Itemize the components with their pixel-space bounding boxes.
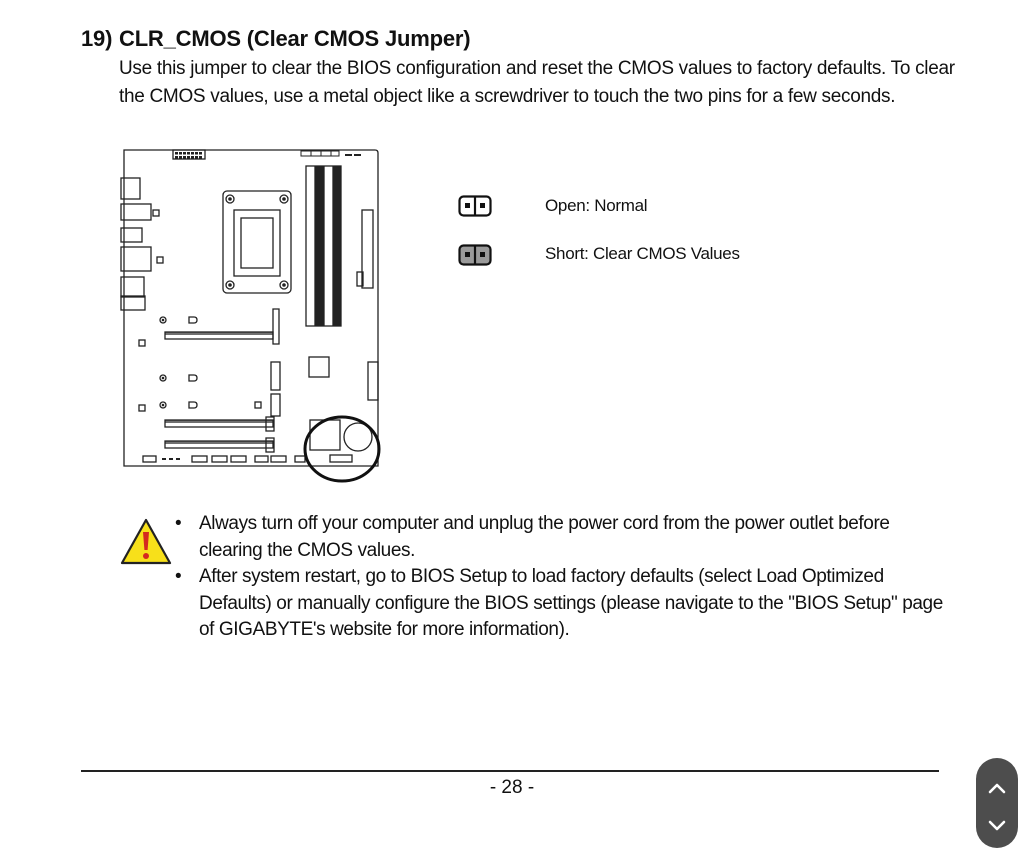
warning-icon: [120, 518, 172, 565]
chevron-up-icon: [988, 783, 1006, 794]
section-heading: 19)CLR_CMOS (Clear CMOS Jumper): [81, 26, 471, 52]
page-down-button[interactable]: [976, 808, 1018, 844]
legend-open-label: Open: Normal: [545, 196, 648, 215]
page-up-button[interactable]: [976, 770, 1018, 806]
chevron-down-icon: [988, 820, 1006, 831]
bullet-mark: •: [175, 566, 182, 587]
list-item: • Always turn off your computer and unpl…: [175, 511, 950, 564]
jumper-open-icon: [458, 195, 492, 217]
section-title: CLR_CMOS (Clear CMOS Jumper): [119, 26, 471, 51]
motherboard-diagram: [120, 149, 381, 483]
list-item-text: After system restart, go to BIOS Setup t…: [199, 566, 943, 640]
jumper-short-icon: [458, 244, 492, 266]
section-number: 19): [81, 26, 113, 51]
bullet-mark: •: [175, 513, 182, 534]
page-nav: [976, 758, 1018, 848]
highlight-circle: [303, 415, 381, 483]
list-item: • After system restart, go to BIOS Setup…: [175, 564, 950, 644]
legend-short-label: Short: Clear CMOS Values: [545, 244, 740, 263]
warning-list: • Always turn off your computer and unpl…: [175, 511, 950, 644]
list-item-text: Always turn off your computer and unplug…: [199, 513, 890, 561]
footer-rule: [81, 770, 939, 772]
section-description: Use this jumper to clear the BIOS config…: [119, 55, 955, 111]
description-line: the CMOS values, use a metal object like…: [119, 86, 896, 107]
description-line: Use this jumper to clear the BIOS config…: [119, 58, 955, 79]
page-number: - 28 -: [489, 777, 535, 798]
